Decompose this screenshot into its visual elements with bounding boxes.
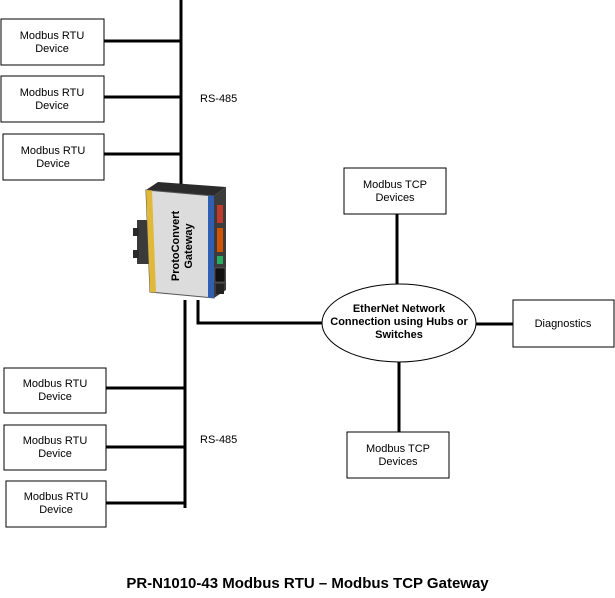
rtu-device-line2: Device	[38, 391, 72, 403]
tcp-device-line2: Devices	[375, 192, 415, 204]
rtu-device-line1: Modbus RTU	[23, 378, 88, 390]
rtu-device-line2: Device	[36, 158, 70, 170]
tcp-device-line2: Devices	[378, 456, 418, 468]
rtu-device-line1: Modbus RTU	[20, 30, 85, 42]
rtu-device-box-3: Modbus RTU Device	[2, 133, 105, 181]
rtu-device-box-2: Modbus RTU Device	[0, 75, 105, 123]
rs485-label-lower: RS-485	[200, 434, 237, 446]
network-label-line3: Switches	[375, 329, 423, 341]
rtu-device-line1: Modbus RTU	[24, 491, 89, 503]
ethernet-network-node: EtherNet Network Connection using Hubs o…	[321, 283, 477, 363]
rtu-device-box-1: Modbus RTU Device	[0, 18, 105, 66]
rtu-device-box-5: Modbus RTU Device	[3, 424, 107, 471]
tcp-device-box-top: Modbus TCP Devices	[343, 167, 447, 215]
rtu-device-line2: Device	[38, 448, 72, 460]
rtu-device-box-6: Modbus RTU Device	[5, 480, 107, 528]
diagnostics-label: Diagnostics	[535, 318, 592, 330]
rtu-device-line1: Modbus RTU	[20, 87, 85, 99]
gateway-device: ProtoConvert Gateway	[133, 182, 226, 299]
gateway-label-line1: ProtoConvert	[170, 211, 182, 282]
rtu-device-line2: Device	[35, 100, 69, 112]
tcp-device-line1: Modbus TCP	[366, 443, 430, 455]
tcp-device-box-bottom: Modbus TCP Devices	[346, 431, 450, 479]
network-label-line1: EtherNet Network	[353, 303, 446, 315]
diagnostics-box: Diagnostics	[512, 299, 615, 348]
diagram-title: PR-N1010-43 Modbus RTU – Modbus TCP Gate…	[126, 575, 489, 592]
rs485-label-upper: RS-485	[200, 93, 237, 105]
rtu-device-box-4: Modbus RTU Device	[3, 367, 107, 414]
gateway-label-line2: Gateway	[183, 222, 195, 268]
rtu-device-line2: Device	[35, 43, 69, 55]
tcp-device-line1: Modbus TCP	[363, 179, 427, 191]
rtu-device-line1: Modbus RTU	[21, 145, 86, 157]
network-label-line2: Connection using Hubs or	[330, 316, 468, 328]
rtu-device-line1: Modbus RTU	[23, 435, 88, 447]
rtu-device-line2: Device	[39, 504, 73, 516]
gateway-ethernet-link	[196, 300, 322, 325]
